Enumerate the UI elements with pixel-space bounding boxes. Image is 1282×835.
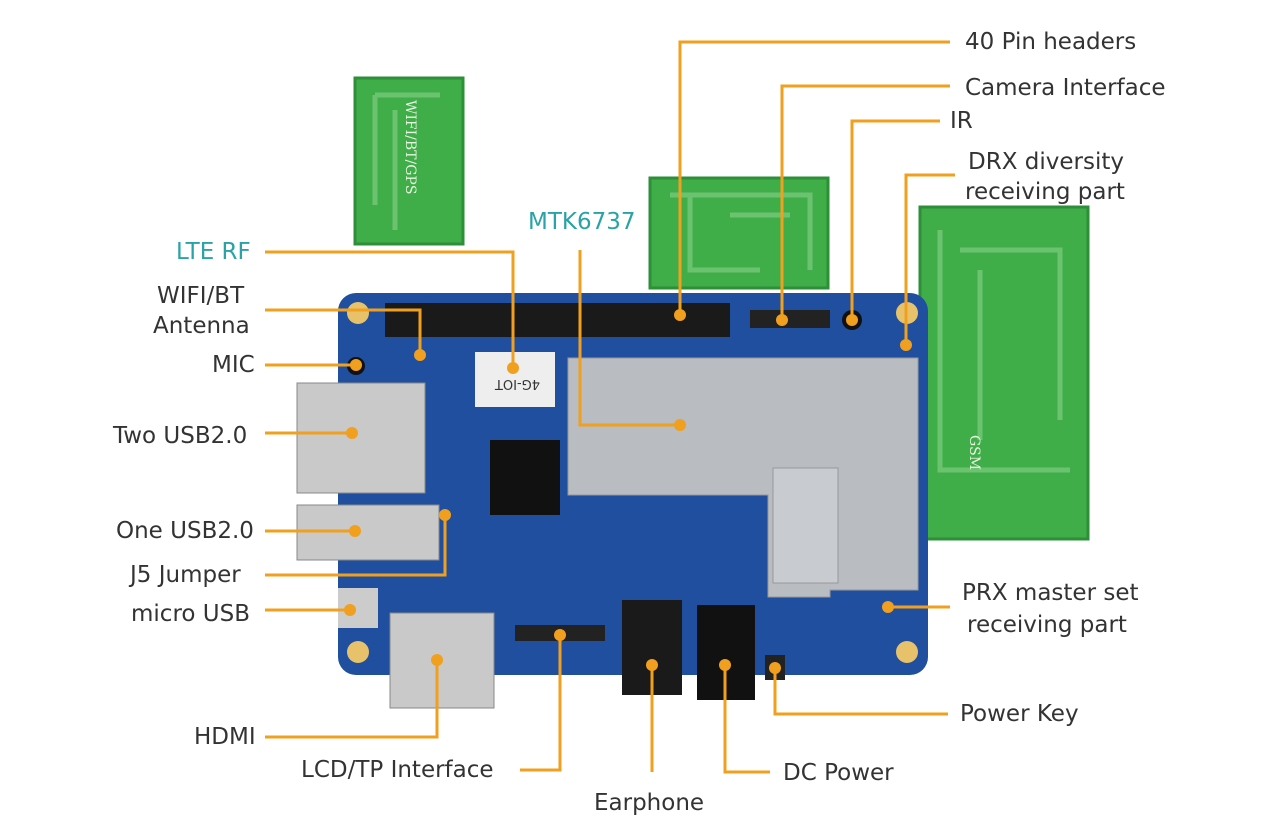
label-j5-jumper: J5 Jumper: [130, 562, 241, 588]
label-mtk6737: MTK6737: [528, 209, 636, 235]
usb-dual: [296, 382, 426, 494]
label-40-pin-headers: 40 Pin headers: [965, 29, 1137, 55]
label-drx-line2: receiving part: [965, 179, 1125, 205]
label-two-usb: Two USB2.0: [113, 423, 248, 449]
label-drx-line1: DRX diversity: [968, 149, 1124, 175]
label-micro-usb: micro USB: [131, 601, 250, 627]
label-camera-interface: Camera Interface: [965, 75, 1166, 101]
label-mic: MIC: [212, 352, 255, 378]
label-ir: IR: [950, 108, 973, 134]
hdmi-port: [389, 612, 495, 709]
label-prx-line1: PRX master set: [962, 580, 1139, 606]
gsm-antenna: [918, 205, 1090, 541]
label-prx-line2: receiving part: [967, 612, 1127, 638]
label-dc-power: DC Power: [783, 760, 894, 786]
label-one-usb: One USB2.0: [116, 518, 254, 544]
leader-lines: [265, 40, 955, 774]
label-hdmi: HDMI: [194, 724, 256, 750]
label-power-key: Power Key: [960, 701, 1079, 727]
label-earphone: Earphone: [594, 790, 705, 816]
pin-header: [385, 303, 730, 337]
chip-sticker-label: 4G-IOT: [495, 376, 540, 391]
leader-dots: [344, 309, 912, 674]
chip-sticker: [475, 352, 555, 407]
wifi-antenna-silkscreen: WIFI/BT/GPS: [402, 100, 418, 194]
gsm-antenna-silkscreen: GSM: [966, 435, 982, 470]
label-lcd-tp: LCD/TP Interface: [301, 757, 494, 783]
label-wifi-line2: Antenna: [153, 313, 250, 339]
label-wifi-line1: WIFI/BT: [157, 283, 245, 309]
label-lte-rf: LTE RF: [176, 239, 251, 265]
